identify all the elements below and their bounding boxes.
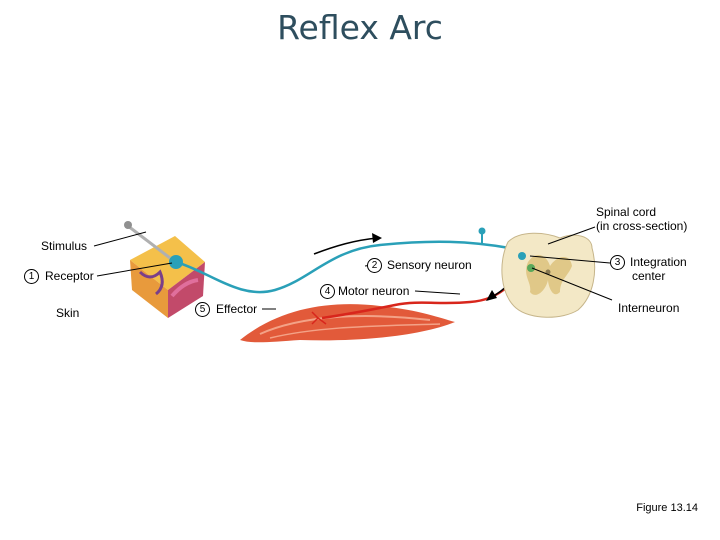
label-effector: Effector bbox=[216, 302, 258, 316]
label-skin: Skin bbox=[56, 306, 80, 320]
pin-head bbox=[124, 221, 132, 229]
step-number-2: 2 bbox=[367, 258, 382, 273]
sensory-neuron-path bbox=[175, 240, 521, 294]
step-number-4: 4 bbox=[320, 284, 335, 299]
page-title: Reflex Arc bbox=[277, 8, 443, 47]
step-number-3: 3 bbox=[610, 255, 625, 270]
step-number-5: 5 bbox=[195, 302, 210, 317]
spinal-cord bbox=[501, 232, 596, 318]
sensory-direction-arrow bbox=[313, 237, 379, 255]
label-integration-center: center bbox=[632, 269, 666, 283]
label-integration: Integration bbox=[630, 255, 687, 269]
label-motor-neuron: Motor neuron bbox=[338, 284, 410, 298]
figure-caption: Figure 13.14 bbox=[636, 502, 698, 514]
step-number-1: 1 bbox=[24, 269, 39, 284]
label-sensory-neuron: Sensory neuron bbox=[387, 258, 472, 272]
muscle-effector bbox=[240, 304, 455, 343]
label-receptor: Receptor bbox=[45, 269, 94, 283]
label-stimulus: Stimulus bbox=[41, 239, 88, 253]
label-spinal-cord-sub: (in cross-section) bbox=[596, 219, 688, 233]
stimulus-pin bbox=[127, 224, 171, 260]
leader-lines bbox=[93, 226, 613, 310]
sensory-cell-body bbox=[478, 227, 486, 235]
label-spinal-cord: Spinal cord bbox=[596, 205, 657, 219]
label-interneuron: Interneuron bbox=[618, 301, 680, 315]
skin-block bbox=[130, 236, 205, 318]
